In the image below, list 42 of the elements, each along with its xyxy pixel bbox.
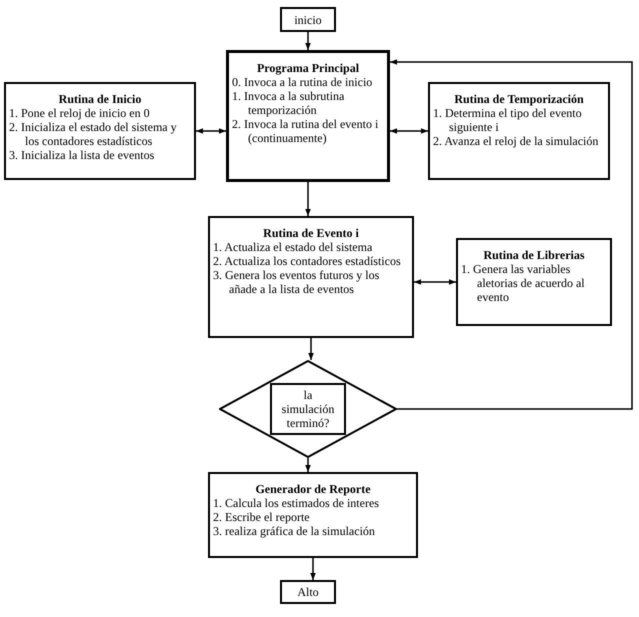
box-heading: Rutina de Temporización: [453, 92, 585, 106]
process-box: [208, 472, 418, 558]
terminal-box: [280, 580, 336, 604]
arrow: [308, 338, 314, 360]
process-box: [4, 82, 196, 180]
arrow: [390, 128, 428, 134]
arrow: [414, 279, 456, 285]
list-item: 2. Avanza el reloj de la simulación: [433, 134, 600, 148]
decision-text: la simulación terminó?: [270, 383, 346, 435]
list-item: 3. realiza gráfica de la simulación: [213, 524, 376, 538]
box-heading: Rutina de Evento i: [262, 226, 360, 240]
list-item: 2. Escribe el reporte: [213, 510, 311, 524]
list-item: 3. Inicializa la lista de eventos: [9, 148, 156, 162]
box-heading: Generador de Reporte: [254, 482, 372, 496]
terminal-label: inicio: [294, 12, 322, 26]
list-item: 1. Invoca a la subrutina temporización: [232, 89, 346, 117]
process-box: [428, 82, 610, 180]
list-item: 1. Genera las variables aletorias de acuerdo al evento: [461, 262, 586, 304]
list-item: 3. Genera los eventos futuros y los añade a la lista de eventos: [213, 268, 380, 296]
arrow: [196, 128, 226, 134]
arrow: [310, 558, 316, 580]
box-heading: Programa Principal: [256, 61, 360, 75]
arrow: [305, 182, 311, 216]
box-heading: Rutina de Librerias: [482, 248, 586, 262]
list-item: 0. Invoca a la rutina de inicio: [232, 75, 374, 89]
list-item: 1. Determina el tipo del evento siguiente i: [433, 106, 583, 134]
arrow: [305, 458, 311, 472]
list-item: 1. Calcula los estimados de interes: [213, 496, 380, 510]
list-item: 1. Actualiza el estado del sistema: [213, 240, 374, 254]
arrow: [390, 59, 633, 410]
terminal-label: Alto: [297, 585, 319, 599]
arrow: [305, 32, 311, 50]
process-box: [226, 50, 390, 182]
process-box: [208, 216, 414, 338]
list-item: 2. Invoca la rutina del evento i (continuamente): [232, 117, 380, 145]
terminal-box: [280, 7, 336, 32]
process-box: [456, 238, 612, 326]
list-item: 2. Inicializa el estado del sistema y los contadores estadísticos: [9, 120, 178, 148]
list-item: 1. Pone el reloj de inicio en 0: [9, 106, 151, 120]
decision-diamond: [219, 360, 397, 458]
box-heading: Rutina de Inicio: [58, 92, 142, 106]
list-item: 2. Actualiza los contadores estadísticos: [213, 254, 402, 268]
